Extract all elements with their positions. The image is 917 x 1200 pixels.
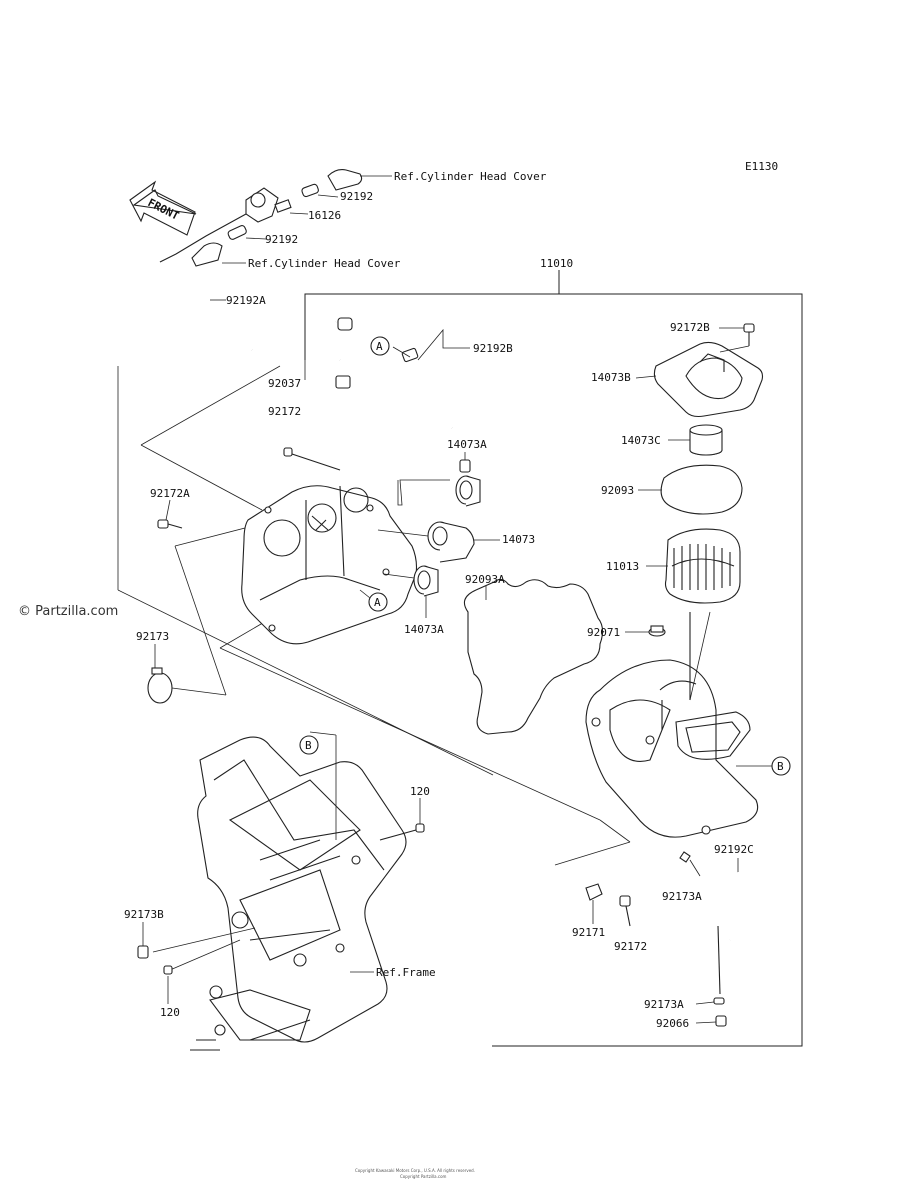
label-92172-left: 92172 bbox=[268, 405, 301, 418]
frame-assembly bbox=[190, 736, 407, 1051]
funnel-14073A-bottom bbox=[413, 565, 439, 597]
bolt-92172A bbox=[157, 519, 183, 529]
label-16126: 16126 bbox=[308, 209, 341, 222]
label-92172A: 92172A bbox=[150, 487, 190, 500]
assembly-11010-frame bbox=[304, 270, 803, 1047]
bolt-120-top bbox=[379, 823, 425, 841]
svg-text:B: B bbox=[777, 760, 784, 773]
svg-text:B: B bbox=[305, 739, 312, 752]
label-92093A: 92093A bbox=[465, 573, 505, 586]
part-labels: 92192 16126 92192 92192A 11010 92172B 92… bbox=[124, 190, 754, 1030]
diagram-code: E1130 bbox=[745, 160, 778, 173]
drain-hose-92192C bbox=[679, 851, 772, 995]
callout-a-bottom: A bbox=[368, 592, 388, 612]
label-14073A-bottom: 14073A bbox=[404, 623, 444, 636]
label-92192-top: 92192 bbox=[340, 190, 373, 203]
cap-92066 bbox=[715, 1015, 727, 1027]
air-cleaner-cover bbox=[241, 485, 418, 645]
label-11013: 11013 bbox=[606, 560, 639, 573]
bolt-92172-upper bbox=[283, 447, 341, 471]
label-92093: 92093 bbox=[601, 484, 634, 497]
funnel-14073 bbox=[427, 521, 475, 563]
watermark: © Partzilla.com bbox=[18, 604, 118, 619]
label-92192C: 92192C bbox=[714, 843, 754, 856]
ref-cylinder-head-cover-2: Ref.Cylinder Head Cover bbox=[248, 257, 401, 270]
sleeve-14073C bbox=[689, 424, 723, 456]
part-92037-fitting bbox=[328, 317, 353, 389]
label-14073C: 14073C bbox=[621, 434, 661, 447]
label-14073B: 14073B bbox=[591, 371, 631, 384]
clamp-92173 bbox=[147, 667, 173, 704]
svg-text:A: A bbox=[374, 596, 381, 609]
breather-assembly bbox=[148, 169, 363, 353]
footer-copyright: Copyright Kawasaki Motors Corp., U.S.A. … bbox=[355, 1168, 475, 1179]
label-11010: 11010 bbox=[540, 257, 573, 270]
bolt-120-bottom bbox=[163, 965, 173, 975]
label-92192A: 92192A bbox=[226, 294, 266, 307]
ref-frame: Ref.Frame bbox=[376, 966, 436, 979]
label-92192-mid: 92192 bbox=[265, 233, 298, 246]
reference-labels: Ref.Cylinder Head Cover Ref.Cylinder Hea… bbox=[248, 170, 547, 979]
label-92173B: 92173B bbox=[124, 908, 164, 921]
bolt-92172-bottom bbox=[619, 895, 631, 927]
clamp-92173A-bottom bbox=[713, 997, 725, 1005]
label-92172-bottom: 92172 bbox=[614, 940, 647, 953]
svg-text:© Partzilla.com: © Partzilla.com bbox=[18, 604, 118, 619]
gasket-92093A bbox=[463, 578, 604, 735]
label-92173: 92173 bbox=[136, 630, 169, 643]
label-92172B: 92172B bbox=[670, 321, 710, 334]
clip-92171 bbox=[585, 883, 603, 901]
hose-92192B bbox=[401, 347, 455, 431]
element-11013 bbox=[664, 528, 741, 604]
callout-b-left: B bbox=[299, 735, 319, 755]
cover-14073B bbox=[653, 323, 764, 418]
label-92173A-bottom: 92173A bbox=[644, 998, 684, 1011]
label-14073A-top: 14073A bbox=[447, 438, 487, 451]
grommet-92071 bbox=[648, 625, 666, 637]
clip-92173B bbox=[137, 945, 149, 959]
svg-text:Copyright Kawasaki Motors Corp: Copyright Kawasaki Motors Corp., U.S.A. … bbox=[355, 1168, 475, 1173]
ref-cylinder-head-cover-1: Ref.Cylinder Head Cover bbox=[394, 170, 547, 183]
label-92173A-mid: 92173A bbox=[662, 890, 702, 903]
label-92037: 92037 bbox=[268, 377, 301, 390]
label-120-top: 120 bbox=[410, 785, 430, 798]
svg-text:A: A bbox=[376, 340, 383, 353]
front-arrow-icon: FRONT bbox=[129, 180, 197, 236]
svg-text:Copyright Partzilla.com: Copyright Partzilla.com bbox=[400, 1174, 447, 1179]
label-92066: 92066 bbox=[656, 1017, 689, 1030]
label-92192B: 92192B bbox=[473, 342, 513, 355]
gasket-92093 bbox=[660, 464, 743, 515]
label-120-bottom: 120 bbox=[160, 1006, 180, 1019]
label-92171: 92171 bbox=[572, 926, 605, 939]
label-92071: 92071 bbox=[587, 626, 620, 639]
callout-b-right: B bbox=[771, 756, 791, 776]
guide-lines bbox=[117, 365, 631, 971]
label-14073: 14073 bbox=[502, 533, 535, 546]
air-box-lower bbox=[585, 612, 759, 838]
funnel-14073A-top bbox=[455, 459, 481, 507]
callout-a-top: A bbox=[370, 336, 390, 356]
